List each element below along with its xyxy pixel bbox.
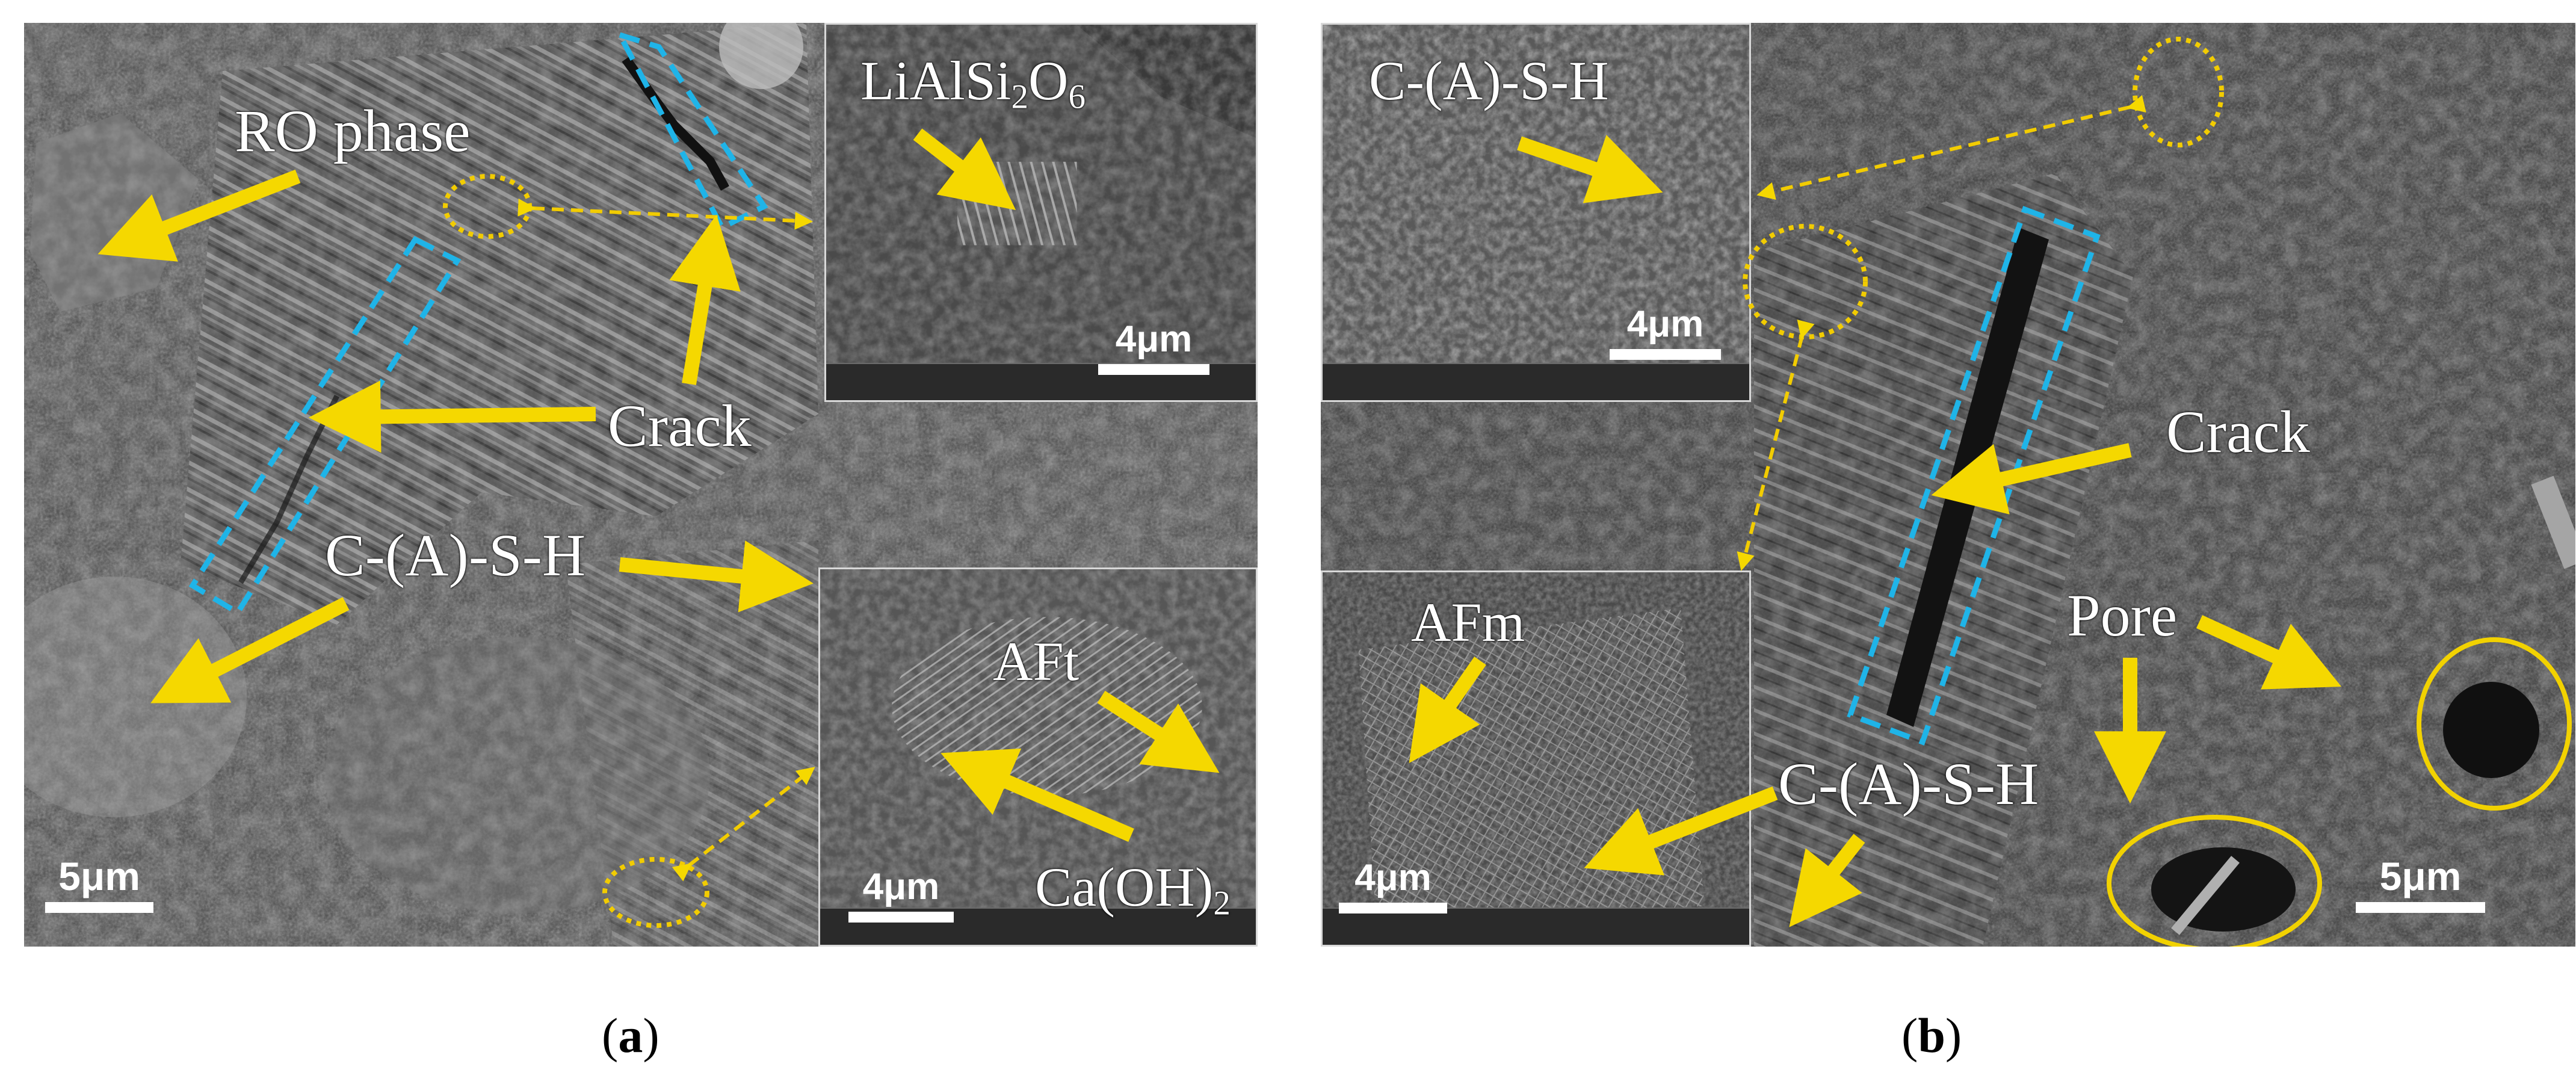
inset-lialsi2o6-image — [826, 25, 1256, 400]
sem-image-panel-a: RO phase Crack C-(A)-S-H LiAlSi2O6 AFt C… — [24, 23, 1258, 947]
sem-image-panel-b: C-(A)-S-H Crack AFm Pore C-(A)-S-H 4μm 4… — [1321, 23, 2575, 947]
label-lialsi-o: O — [1028, 50, 1069, 111]
label-csh: C-(A)-S-H — [325, 522, 586, 589]
scale-bar-line — [1098, 364, 1209, 375]
scale-bar-line — [848, 912, 954, 923]
label-lialsi2o6: LiAlSi2O6 — [860, 53, 1086, 114]
scale-bar-line — [2356, 902, 2485, 913]
inset-csh — [1321, 23, 1751, 402]
label-ro-phase: RO phase — [235, 97, 471, 164]
label-csh-bottom: C-(A)-S-H — [1778, 750, 2039, 817]
scale-bar-label: 4μm — [1626, 303, 1704, 345]
inset-csh-image — [1323, 25, 1749, 400]
caption-a-letter: a — [618, 1008, 643, 1063]
scale-bar-label: 5μm — [2379, 854, 2462, 898]
label-caoh-sub: 2 — [1213, 884, 1231, 923]
caption-b-open: ( — [1901, 1008, 1918, 1063]
scale-bar-label: 4μm — [862, 866, 940, 907]
scale-bar-label: 5μm — [58, 854, 140, 898]
caption-b: (b) — [1901, 1011, 1962, 1060]
label-pore: Pore — [2067, 582, 2178, 649]
inset-lialsi2o6 — [824, 23, 1258, 402]
label-lialsi-sub2: 6 — [1068, 78, 1086, 116]
sem-metadata-bar — [1323, 907, 1749, 945]
caption-b-close: ) — [1945, 1008, 1962, 1063]
scale-bar-main-a: 5μm — [45, 856, 153, 913]
sem-metadata-bar — [1323, 363, 1749, 400]
scale-bar-line — [1610, 349, 1721, 360]
label-crack: Crack — [608, 392, 752, 459]
caption-a: (a) — [602, 1011, 659, 1060]
scale-bar-inset-bottom-b: 4μm — [1339, 859, 1447, 913]
scale-bar-label: 4μm — [1354, 857, 1432, 898]
label-crack: Crack — [2166, 398, 2310, 465]
scale-bar-inset-top-a: 4μm — [1098, 321, 1209, 375]
label-csh-inset: C-(A)-S-H — [1369, 50, 1609, 111]
scale-bar-label: 4μm — [1115, 318, 1193, 360]
scale-bar-main-b: 5μm — [2356, 856, 2485, 913]
scale-bar-inset-top-b: 4μm — [1610, 306, 1721, 360]
caption-a-close: ) — [643, 1008, 659, 1063]
label-caoh-base: Ca(OH) — [1035, 856, 1214, 918]
label-lialsi-base: LiAlSi — [860, 50, 1012, 111]
label-aft: AFt — [993, 631, 1080, 692]
scale-bar-line — [1339, 903, 1447, 913]
scale-bar-inset-bottom-a: 4μm — [848, 868, 954, 923]
scale-bar-line — [45, 902, 153, 913]
caption-b-letter: b — [1918, 1008, 1945, 1063]
label-lialsi-sub1: 2 — [1011, 78, 1028, 116]
caption-a-open: ( — [602, 1008, 619, 1063]
label-afm: AFm — [1411, 592, 1525, 653]
label-caoh2: Ca(OH)2 — [1035, 859, 1231, 920]
